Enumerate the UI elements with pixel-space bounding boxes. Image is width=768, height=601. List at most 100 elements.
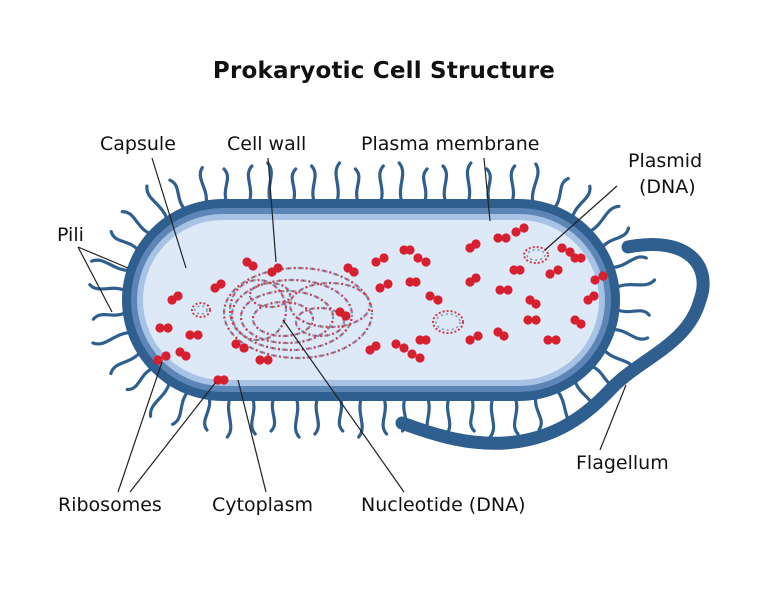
pilus bbox=[469, 395, 476, 433]
ribosome-dot bbox=[155, 323, 165, 333]
ribosome-dot bbox=[589, 291, 599, 301]
pilus bbox=[444, 395, 452, 436]
ribosome-dot bbox=[433, 295, 443, 305]
pilus bbox=[250, 395, 257, 436]
pilus bbox=[90, 258, 133, 273]
ribosome-dot bbox=[471, 239, 481, 249]
pilus bbox=[512, 395, 520, 436]
ribosome-dot bbox=[407, 349, 417, 359]
ribosome-dot bbox=[231, 339, 241, 349]
pilus bbox=[290, 167, 298, 205]
pilus bbox=[293, 395, 301, 439]
pilus bbox=[313, 395, 320, 436]
ribosome-dot bbox=[399, 343, 409, 353]
ribosome-dot bbox=[551, 335, 561, 345]
leader-line bbox=[599, 384, 627, 451]
label-plasmid: Plasmid bbox=[628, 150, 703, 172]
ribosome-dot bbox=[219, 375, 229, 385]
ribosome-dot bbox=[425, 291, 435, 301]
ribosome-dot bbox=[499, 331, 509, 341]
pilus bbox=[613, 278, 657, 290]
ribosome-dot bbox=[273, 263, 283, 273]
pilus bbox=[145, 184, 169, 223]
ribosome-dot bbox=[576, 319, 586, 329]
pilus bbox=[509, 164, 517, 205]
ribosome-dot bbox=[263, 355, 273, 365]
leader-line bbox=[77, 246, 113, 313]
ribosome-dot bbox=[511, 227, 521, 237]
ribosome-dot bbox=[413, 253, 423, 263]
ribosome-dot bbox=[495, 285, 505, 295]
ribosome-dot bbox=[515, 265, 525, 275]
pilus bbox=[266, 161, 273, 205]
pilus bbox=[570, 184, 592, 221]
ribosome-dot bbox=[421, 335, 431, 345]
pilus bbox=[125, 366, 156, 392]
pilus bbox=[608, 255, 648, 270]
pili-group bbox=[88, 161, 657, 439]
ribosome-dot bbox=[598, 271, 608, 281]
pilus bbox=[334, 161, 342, 205]
pilus bbox=[465, 161, 473, 205]
dna-strand bbox=[251, 300, 315, 338]
ribosome-dot bbox=[523, 315, 533, 325]
pilus bbox=[357, 395, 364, 439]
pilus bbox=[168, 178, 188, 212]
ribosome-dot bbox=[379, 253, 389, 263]
label-ribosomes: Ribosomes bbox=[58, 494, 162, 516]
dna-strand bbox=[222, 266, 374, 360]
ribosome-dot bbox=[161, 351, 171, 361]
page-title: Prokaryotic Cell Structure bbox=[212, 58, 556, 84]
ribosome-dot bbox=[375, 283, 385, 293]
pilus bbox=[378, 164, 385, 205]
nucleoid-dna bbox=[222, 266, 374, 360]
pilus bbox=[269, 395, 277, 433]
plasmids bbox=[191, 246, 549, 334]
plasmid-ring bbox=[191, 302, 211, 318]
pilus bbox=[310, 164, 317, 205]
dna-strand bbox=[294, 306, 346, 338]
ribosome-dot bbox=[576, 253, 586, 263]
ribosome-dot bbox=[181, 351, 191, 361]
label-cell-wall: Cell wall bbox=[227, 133, 307, 155]
ribosome-dot bbox=[239, 343, 249, 353]
pilus bbox=[530, 162, 540, 206]
leader-line bbox=[282, 319, 405, 493]
leader-line bbox=[129, 381, 217, 493]
leader-line bbox=[267, 157, 277, 263]
plasmid-ring bbox=[435, 313, 461, 331]
ribosome-dot bbox=[565, 247, 575, 257]
ribosome-dot bbox=[465, 335, 475, 345]
dna-strand bbox=[248, 281, 292, 309]
pilus bbox=[381, 395, 389, 436]
pilus bbox=[551, 176, 570, 211]
ribosome-dot bbox=[411, 277, 421, 287]
ribosome-dot bbox=[553, 265, 563, 275]
ribosome-dot bbox=[248, 261, 258, 271]
plasmid-ring bbox=[526, 249, 546, 261]
pilus bbox=[609, 327, 650, 341]
pilus bbox=[397, 161, 405, 205]
pilus bbox=[533, 393, 543, 432]
leader-line bbox=[237, 379, 267, 493]
pilus bbox=[488, 395, 496, 439]
ribosome-dot bbox=[545, 269, 555, 279]
pilus bbox=[88, 283, 128, 293]
dna-strand bbox=[222, 266, 374, 360]
leader-line bbox=[117, 361, 163, 493]
pilus bbox=[246, 164, 254, 205]
pilus bbox=[225, 395, 233, 439]
pilus bbox=[203, 394, 212, 432]
ribosome-dot bbox=[153, 355, 163, 365]
leader-line bbox=[544, 185, 618, 251]
ribosome-dot bbox=[543, 335, 553, 345]
pilus bbox=[222, 167, 230, 205]
label-nucleotide: Nucleotide (DNA) bbox=[361, 494, 526, 516]
dna-strand bbox=[230, 278, 354, 352]
ribosome-dot bbox=[421, 257, 431, 267]
ribosome-dot bbox=[163, 323, 173, 333]
ribosome-dot bbox=[415, 353, 425, 363]
ribosomes bbox=[153, 223, 608, 385]
